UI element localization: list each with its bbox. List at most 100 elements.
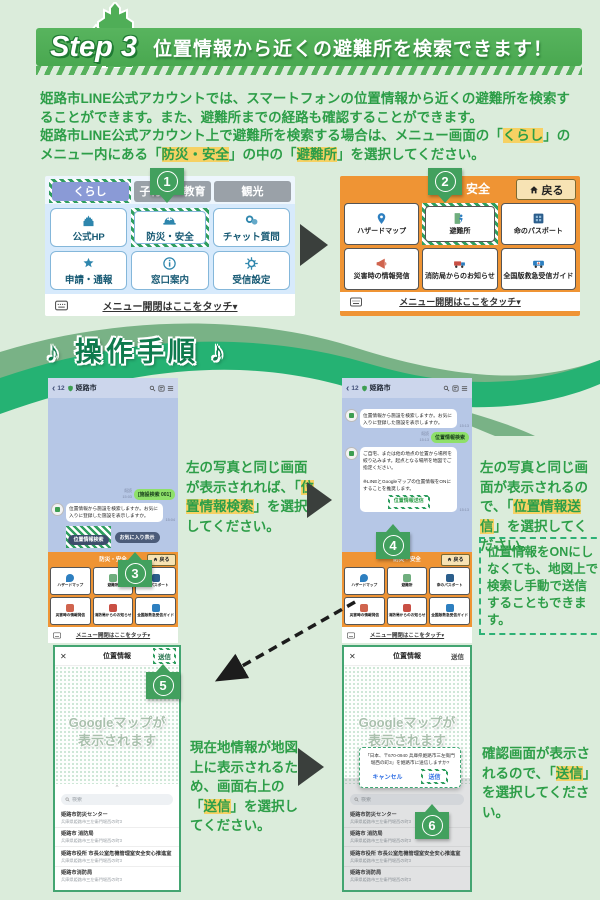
back-button[interactable]: 戻る [147, 553, 176, 566]
menu-toggle-bar[interactable]: メニュー開閉はここをタッチ▾ [45, 294, 295, 316]
list-item[interactable]: 姫路市役所 市長公室危機管理室安全安心推進室兵庫県姫路市三左衛門堀西の町3 [344, 846, 470, 866]
map-pin-icon [375, 212, 388, 225]
close-icon[interactable]: ✕ [349, 651, 356, 661]
dialog-send-button[interactable]: 送信 [423, 771, 446, 783]
dim-overlay [344, 778, 470, 890]
note-icon[interactable] [158, 385, 165, 392]
home-icon [153, 557, 158, 562]
highlight-border-hinanjo: 避難所 [422, 203, 498, 245]
favorites-button[interactable]: お気に入り表示 [114, 531, 160, 543]
menu-item-shobo-oshirase[interactable]: 消防局からのお知らせ [386, 597, 428, 625]
screenshot-chat-2: ‹ 12 姫路市 位置情報から施設を検索しますか。お気に入りに登録した施設を表示… [342, 378, 472, 643]
menu-item-hinanjo[interactable]: 避難所 [425, 206, 495, 242]
tab-kurashi[interactable]: くらし [51, 181, 129, 201]
list-item[interactable]: 姫路市 消防局兵庫県姫路市三左衛門堀西の町3 [55, 826, 179, 847]
home-icon [447, 557, 452, 562]
menu-item-koshiki-hp[interactable]: 公式HP [50, 208, 128, 247]
chat-header: ‹ 12 姫路市 [342, 378, 472, 398]
list-item[interactable]: 姫路市消防局兵庫県姫路市三左衛門堀西の町3 [344, 865, 470, 886]
map-pin-icon [360, 574, 369, 582]
menu-item-kyukyu-guide[interactable]: 全国版救急受信ガイド [135, 597, 176, 625]
menu-toggle-label: メニュー開閉はここをタッチ▾ [399, 297, 521, 307]
shield-icon [67, 385, 74, 392]
chat-title: 姫路市 [75, 385, 97, 392]
result-list: 姫路市防災センター兵庫県姫路市三左衛門堀西の町3 姫路市 消防局兵庫県姫路市三左… [344, 808, 470, 885]
passport-icon [445, 574, 454, 582]
list-item[interactable]: 姫路市防災センター兵庫県姫路市三左衛門堀西の町3 [61, 811, 122, 824]
menu-item-shobo-oshirase[interactable]: 消防局からのお知らせ [422, 248, 498, 290]
highlight-border-ichijoho: 位置情報検索 [66, 526, 111, 548]
menu-item-hinanjo[interactable]: 避難所 [386, 567, 428, 595]
search-icon[interactable] [149, 385, 156, 392]
menu-item-jushin[interactable]: 受信設定 [212, 251, 290, 290]
menu-item-kyukyu-guide[interactable]: 全国版救急受信ガイド [500, 248, 576, 290]
menu-item-saigai-joho[interactable]: 災害時の情報発信 [344, 248, 420, 290]
location-send-button[interactable]: 位置情報送信 [389, 496, 428, 508]
menu-toggle-label: メニュー開閉はここをタッチ▾ [102, 301, 238, 313]
list-item[interactable]: 姫路市防災センター兵庫県姫路市三左衛門堀西の町3 [350, 811, 411, 824]
note-icon[interactable] [452, 385, 459, 392]
ambulance-icon [532, 257, 545, 270]
helmet-icon [162, 213, 177, 228]
megaphone-icon [375, 257, 388, 270]
sheet-handle[interactable]: ^ [115, 785, 119, 791]
mini-bosai-menu: 防災・安全 戻る ハザードマップ 避難所 命のパスポート 災害時の情報発信 消防… [342, 552, 472, 643]
ambulance-icon [151, 604, 160, 612]
menu-item-hazardmap[interactable]: ハザードマップ [344, 567, 385, 595]
chat-messages: 位置情報から施設を検索しますか。お気に入りに登録した施設を表示しますか。 15:… [342, 398, 472, 552]
menu-toggle-bar[interactable]: メニュー開閉はここをタッチ▾ [48, 627, 178, 643]
menu-item-kyukyu-guide[interactable]: 全国版救急受信ガイド [429, 597, 470, 625]
highlight-kurashi: くらし [502, 128, 544, 143]
close-icon[interactable]: ✕ [60, 651, 67, 661]
tip-note: 位置情報をONにしなくても、地図上で検索し手動で送信することもできます。 [479, 537, 600, 636]
intro-line-1: 姫路市LINE公式アカウントでは、スマートフォンの位置情報から近くの避難所を検索… [40, 91, 570, 125]
location-search-button[interactable]: 位置情報検索 [68, 535, 109, 545]
hamburger-menu-icon[interactable] [461, 385, 468, 392]
search-input[interactable] [72, 796, 142, 803]
hatched-divider [36, 66, 582, 75]
menu-item-shobo-oshirase[interactable]: 消防局からのお知らせ [92, 597, 134, 625]
menu-item-shinsei[interactable]: 申請・通報 [50, 251, 128, 290]
back-chevron-icon[interactable]: ‹ [346, 382, 350, 394]
menu-item-saigai-joho[interactable]: 災害時の情報発信 [344, 597, 385, 625]
menu-item-bosai-anzen[interactable]: 防災・安全 [134, 211, 206, 244]
menu-item-hazardmap[interactable]: ハザードマップ [50, 567, 91, 595]
search-input[interactable] [361, 796, 431, 803]
location-title: 位置情報 [393, 653, 421, 660]
page-title: 位置情報から近くの避難所を検索できます！ [153, 38, 554, 60]
menu-toggle-bar[interactable]: メニュー開閉はここをタッチ▾ [340, 292, 580, 311]
search-icon [354, 797, 359, 802]
megaphone-icon [360, 604, 369, 612]
menu-item-passport[interactable]: 命のパスポート [500, 203, 576, 245]
hamburger-menu-icon[interactable] [167, 385, 174, 392]
back-button[interactable]: 戻る [516, 179, 576, 200]
list-item[interactable]: 姫路市消防局兵庫県姫路市三左衛門堀西の町3 [55, 865, 179, 886]
step-badge-4: 4 [376, 532, 410, 559]
menu-item-passport[interactable]: 命のパスポート [429, 567, 470, 595]
menu-item-hazardmap[interactable]: ハザードマップ [344, 203, 420, 245]
menu-item-madoguchi[interactable]: 窓口案内 [131, 251, 209, 290]
map-area[interactable]: Googleマップが表示されます [55, 666, 179, 784]
list-item[interactable]: 姫路市役所 市長公室危機管理室安全安心推進室兵庫県姫路市三左衛門堀西の町3 [55, 846, 179, 866]
tab-kanko[interactable]: 観光 [214, 180, 291, 202]
screenshot-bosai-menu: 防災・安全 戻る ハザードマップ 避難所 命のパスポート [340, 176, 580, 316]
menu-toggle-bar[interactable]: メニュー開閉はここをタッチ▾ [342, 627, 472, 643]
passport-icon [151, 574, 160, 582]
menu-item-saigai-joho[interactable]: 災害時の情報発信 [50, 597, 91, 625]
menu-item-chat[interactable]: チャット質問 [212, 208, 290, 247]
highlight-border-dialog-send: 送信 [421, 769, 448, 785]
send-button[interactable]: 送信 [451, 654, 464, 661]
note-icon: ♪ [46, 337, 64, 367]
highlight-border-soshin: 位置情報送信 [387, 494, 430, 510]
search-icon [65, 797, 70, 802]
back-button[interactable]: 戻る [441, 553, 470, 566]
home-icon [529, 185, 539, 195]
search-icon[interactable] [443, 385, 450, 392]
list-item[interactable]: 姫路市 消防局兵庫県姫路市三左衛門堀西の町3 [344, 826, 470, 847]
cancel-button[interactable]: キャンセル [372, 775, 403, 782]
back-chevron-icon[interactable]: ‹ [52, 382, 56, 394]
screenshot-kurashi-menu: くらし 子育て・教育 観光 公式HP 防災・安全 チャット質問 [45, 176, 295, 316]
